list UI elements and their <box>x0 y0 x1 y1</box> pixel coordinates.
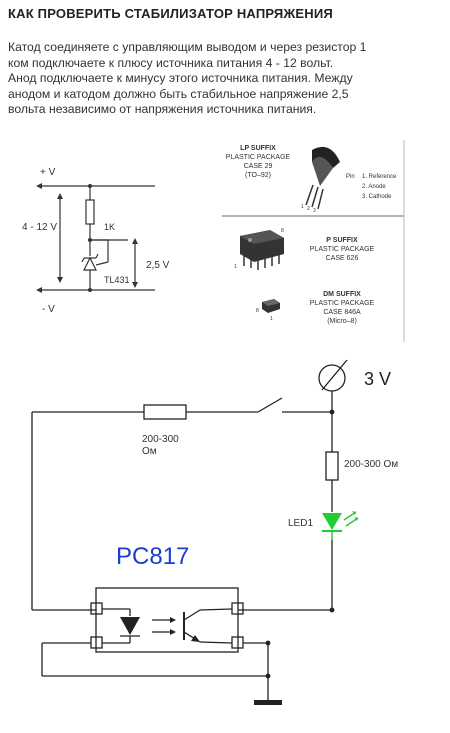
dip8-package-icon <box>240 230 284 270</box>
svg-text:8: 8 <box>256 308 259 314</box>
svg-text:(TO–92): (TO–92) <box>245 172 271 179</box>
svg-text:DM SUFFIX: DM SUFFIX <box>323 291 361 298</box>
p-suffix-text: P SUFFIX PLASTIC PACKAGE CASE 626 <box>310 237 375 262</box>
resistor-r2 <box>325 451 339 481</box>
paragraph-line: Анод подключаете к минусу этого источник… <box>8 71 353 85</box>
resistor-r1 <box>143 404 187 420</box>
dm-suffix-text: DM SUFFIX PLASTIC PACKAGE CASE 846A (Mic… <box>310 291 375 325</box>
resistor-1k <box>85 199 95 225</box>
switch-lever <box>257 397 283 413</box>
pin-description: Pin 1. Reference 2. Anode 3. Cathode <box>346 174 397 200</box>
page-title: КАК ПРОВЕРИТЬ СТАБИЛИЗАТОР НАПРЯЖЕНИЯ <box>8 6 333 21</box>
pc817-chip-outline <box>95 587 239 653</box>
svg-text:3. Cathode: 3. Cathode <box>362 194 392 200</box>
svg-text:PLASTIC PACKAGE: PLASTIC PACKAGE <box>310 300 375 307</box>
minus-v-label: - V <box>42 304 55 315</box>
paragraph-line: анодом и катодом должно быть стабильное … <box>8 86 349 101</box>
resistor-label: 1K <box>104 222 115 232</box>
power-terminal-icon <box>318 364 346 392</box>
svg-text:P SUFFIX: P SUFFIX <box>326 237 358 244</box>
paragraph-line: Катод соединяете с управляющим выводом и… <box>8 40 367 54</box>
resistor2-label: 200-300 Ом <box>344 459 398 470</box>
resistor1-label-line1: 200-300 <box>142 434 179 445</box>
ir-led-icon <box>120 617 140 635</box>
svg-text:LP SUFFIX: LP SUFFIX <box>240 145 276 152</box>
description-paragraph: Катод соединяете с управляющим выводом и… <box>8 40 448 118</box>
resistor1-label-line2: Ом <box>142 446 157 457</box>
svg-text:2. Anode: 2. Anode <box>362 184 386 190</box>
svg-text:1. Reference: 1. Reference <box>362 174 397 180</box>
pc817-label: PC817 <box>116 543 189 570</box>
svg-text:CASE 29: CASE 29 <box>244 163 273 170</box>
plus-v-label: + V <box>40 167 56 178</box>
paragraph-line: ком подключаете к плюсу источника питани… <box>8 55 334 70</box>
svg-text:3: 3 <box>313 208 316 214</box>
output-voltage-label: 2,5 V <box>146 260 170 271</box>
tl431-symbol <box>83 256 97 271</box>
lp-suffix-text: LP SUFFIX PLASTIC PACKAGE CASE 29 (TO–92… <box>226 145 291 179</box>
led1-icon <box>322 511 359 540</box>
svg-text:CASE 626: CASE 626 <box>326 255 359 262</box>
svg-text:1: 1 <box>270 316 273 322</box>
svg-text:8: 8 <box>281 228 284 234</box>
voltage-3v-label: 3 V <box>364 369 391 389</box>
svg-text:CASE 846A: CASE 846A <box>323 309 361 316</box>
svg-text:PLASTIC PACKAGE: PLASTIC PACKAGE <box>310 246 375 253</box>
paragraph-line: вольта независимо от напряжения источник… <box>8 102 317 116</box>
svg-text:1: 1 <box>234 264 237 270</box>
svg-text:(Micro–8): (Micro–8) <box>327 318 357 325</box>
svg-text:1: 1 <box>301 204 304 210</box>
svg-text:Pin: Pin <box>346 174 355 180</box>
micro8-package-icon <box>262 299 280 313</box>
svg-text:2: 2 <box>307 206 310 212</box>
to92-package-icon <box>305 146 340 210</box>
led1-label: LED1 <box>288 518 313 529</box>
ground-icon <box>254 700 282 705</box>
supply-label: 4 - 12 V <box>22 222 57 233</box>
optical-arrows-icon <box>152 619 170 633</box>
tl431-label: TL431 <box>104 275 130 285</box>
svg-text:PLASTIC PACKAGE: PLASTIC PACKAGE <box>226 154 291 161</box>
